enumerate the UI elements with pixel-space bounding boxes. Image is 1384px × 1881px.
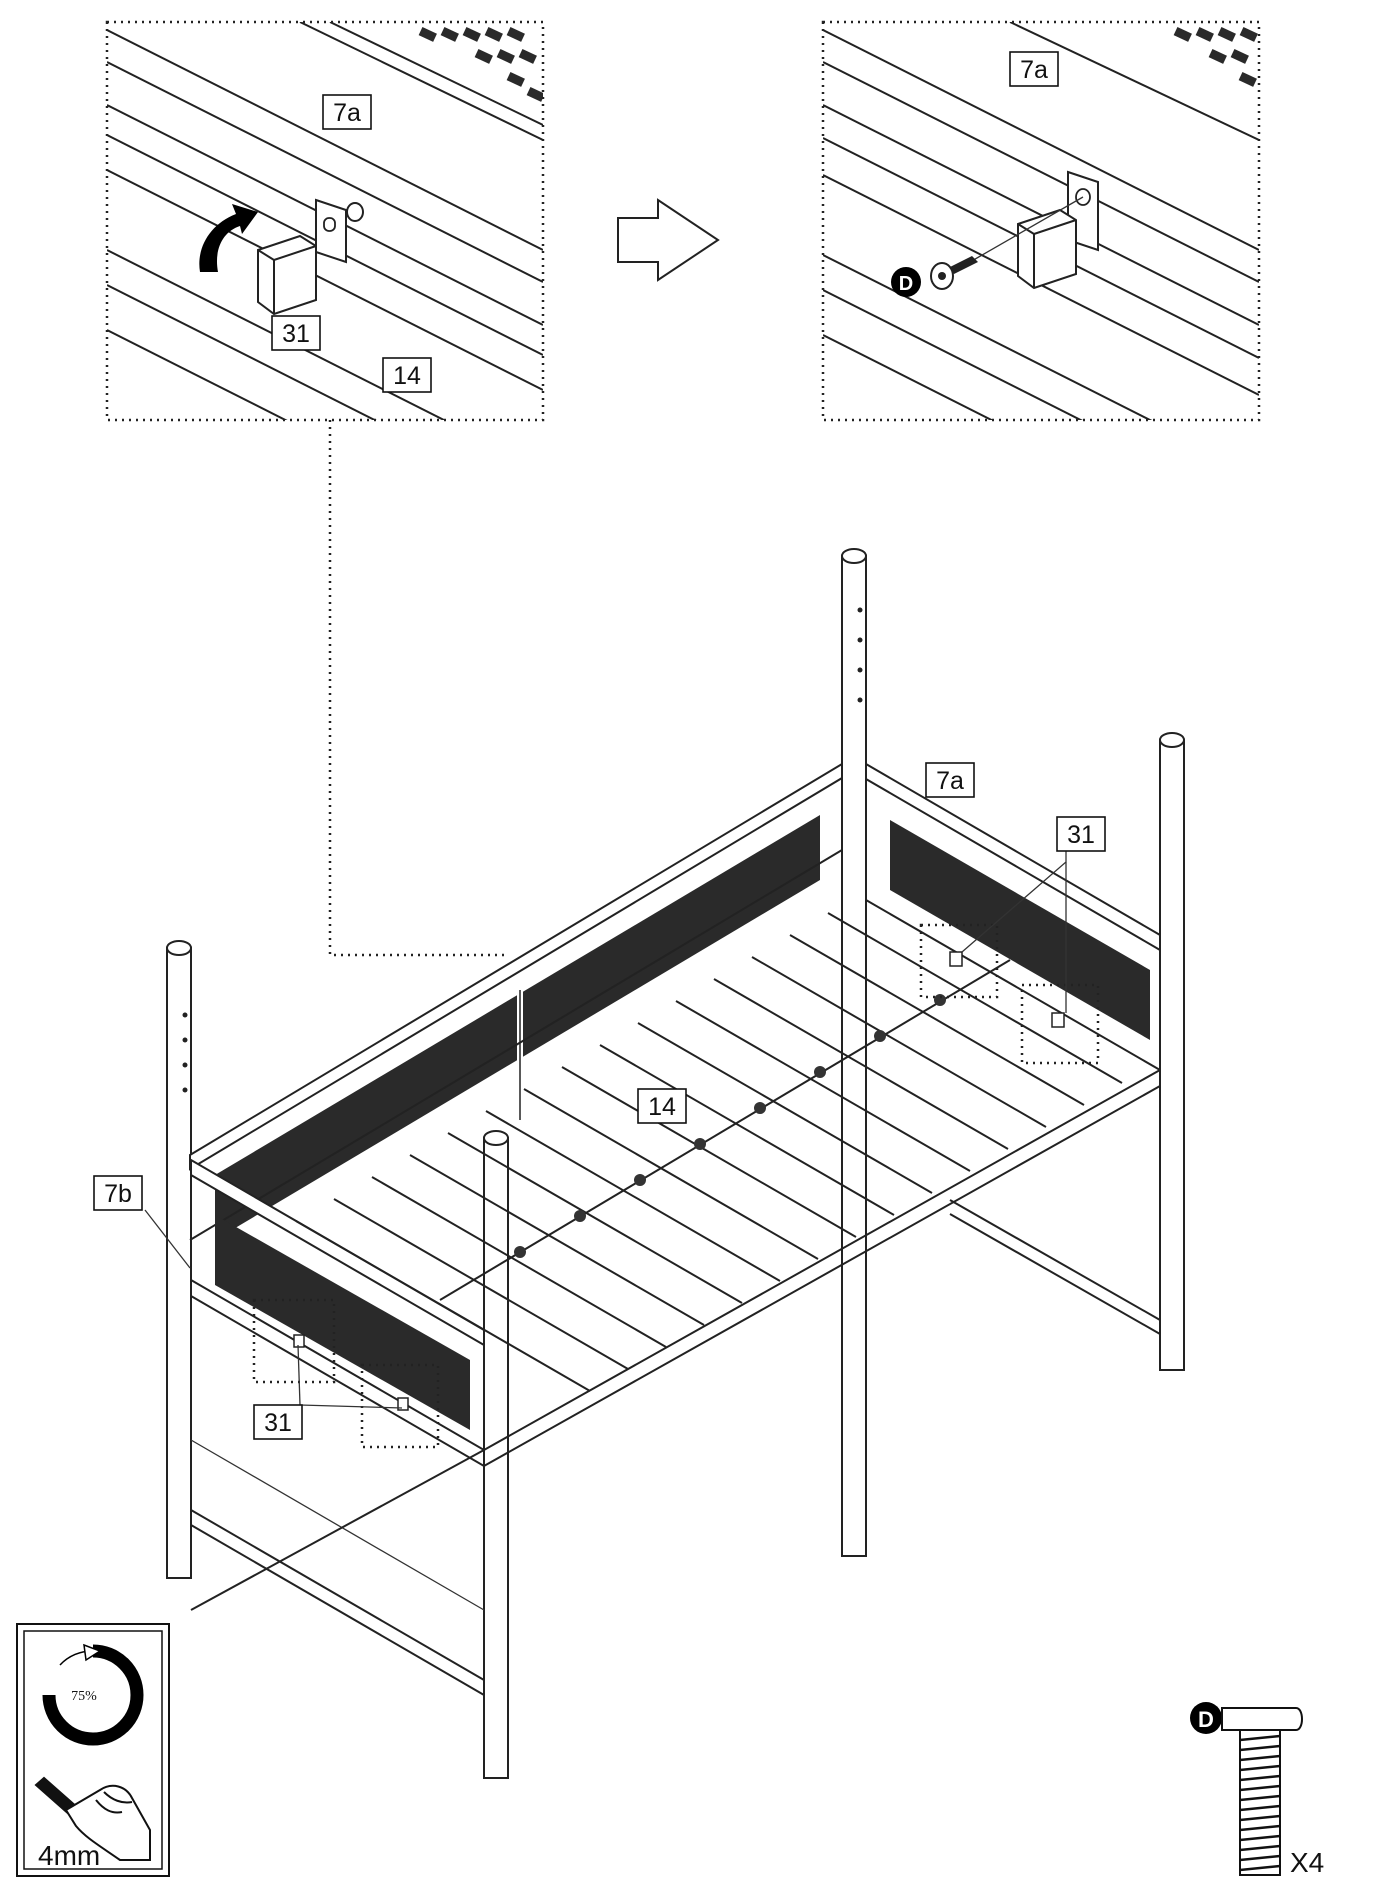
- label-main-rail-7a: 7a: [936, 767, 964, 795]
- bed-frame: [166, 548, 1185, 1779]
- slats: [295, 912, 1123, 1392]
- detail-left: 7a 31 14: [105, 20, 545, 422]
- tool-size: 4mm: [38, 1840, 100, 1871]
- label-main-rail-7b: 7b: [104, 1180, 132, 1208]
- label-main-bracket-31-back: 31: [1067, 821, 1095, 849]
- label-main-bracket-31-front: 31: [264, 1409, 292, 1437]
- hardware-bolt-d: D X4: [1190, 1702, 1324, 1878]
- hex-key-hand-icon: [34, 1776, 151, 1861]
- label-main-slats-14: 14: [648, 1093, 676, 1121]
- hardware-quantity: X4: [1290, 1847, 1324, 1878]
- label-bolt-d: D: [899, 273, 913, 295]
- torque-percent: 75%: [71, 1689, 97, 1704]
- label-rail-7a: 7a: [333, 99, 361, 127]
- callout-connector: [328, 420, 505, 957]
- label-slat-14: 14: [393, 362, 421, 390]
- label-rail-7a-right: 7a: [1020, 56, 1048, 84]
- tool-box: 75% 4mm: [16, 1623, 170, 1877]
- label-bracket-31: 31: [282, 320, 310, 348]
- bracket-callouts: [252, 923, 1100, 1449]
- hardware-part-label: D: [1198, 1707, 1214, 1732]
- detail-right: D 7a: [821, 20, 1261, 422]
- next-step-arrow-icon: [617, 198, 720, 282]
